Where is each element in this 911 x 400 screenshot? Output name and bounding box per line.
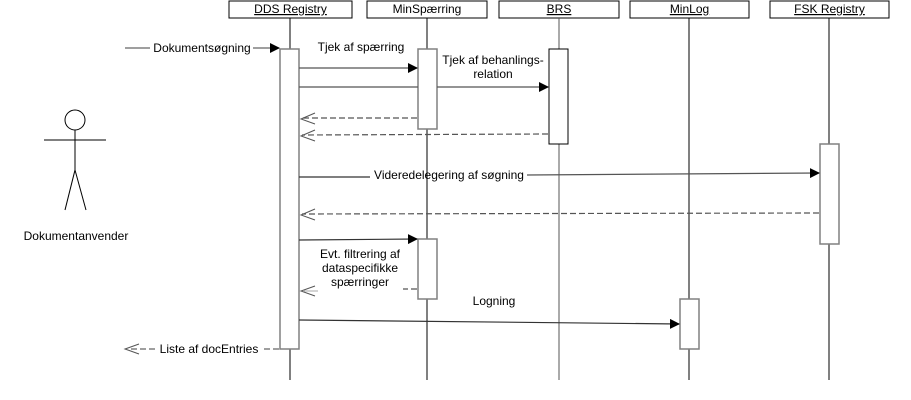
message-label: Videredelegering af søgning [374, 168, 524, 182]
participant-label: BRS [547, 2, 572, 16]
message-label: dataspecifikke [322, 261, 398, 275]
participant-label: DDS Registry [254, 2, 327, 16]
open-arrow-icon [299, 129, 316, 142]
open-arrow-icon [123, 343, 140, 355]
message-label: Dokumentsøgning [153, 41, 250, 55]
return-filtrering[interactable]: Evt. filtrering af dataspecifikke spærri… [299, 247, 417, 297]
message-label: relation [473, 67, 512, 81]
return-brs[interactable] [299, 129, 549, 142]
activation-dds-registry [279, 48, 300, 350]
participant-minlog[interactable]: MinLog [629, 0, 750, 19]
message-filtrering-call[interactable] [298, 234, 418, 245]
open-arrow-icon [299, 112, 316, 125]
activation-minlog [679, 298, 700, 350]
message-tjek-af-behanlingsrelation[interactable]: Tjek af behanlings- relation [299, 53, 549, 92]
participant-label: MinSpærring [393, 2, 462, 16]
activation-fsk-registry [819, 143, 840, 245]
return-fsk-registry[interactable] [299, 208, 820, 221]
participant-fsk-registry[interactable]: FSK Registry [769, 0, 890, 19]
actor-label: Dokumentanvender [24, 229, 129, 243]
message-label: Evt. filtrering af [320, 247, 401, 261]
participant-dds-registry[interactable]: DDS Registry [228, 0, 353, 19]
open-arrow-icon [299, 285, 316, 297]
message-logning[interactable]: Logning [298, 294, 680, 329]
message-videredelegering[interactable]: Videredelegering af søgning [299, 168, 820, 182]
participant-minspaerring[interactable]: MinSpærring [366, 0, 488, 19]
return-liste-af-docentries[interactable]: Liste af docEntries [123, 342, 279, 356]
message-label: Logning [473, 294, 516, 308]
actor-dokumentanvender[interactable]: Dokumentanvender [24, 109, 129, 243]
return-minspaerring[interactable] [299, 112, 417, 125]
stick-figure-icon [44, 109, 106, 211]
message-tjek-af-spaerring[interactable]: Tjek af spærring [299, 40, 418, 73]
open-arrow-icon [299, 208, 316, 221]
message-label: Liste af docEntries [160, 342, 259, 356]
activation-brs [548, 48, 569, 145]
message-label: spærringer [331, 275, 389, 289]
message-label: Tjek af spærring [318, 40, 405, 54]
message-label: Tjek af behanlings- [442, 53, 543, 67]
participant-label: FSK Registry [794, 2, 865, 16]
activation-minspaerring-2 [417, 238, 438, 300]
participant-brs[interactable]: BRS [498, 0, 620, 19]
message-dokumentsoegning[interactable]: Dokumentsøgning [125, 41, 280, 55]
participant-label: MinLog [670, 2, 709, 16]
activation-minspaerring-1 [417, 48, 438, 130]
